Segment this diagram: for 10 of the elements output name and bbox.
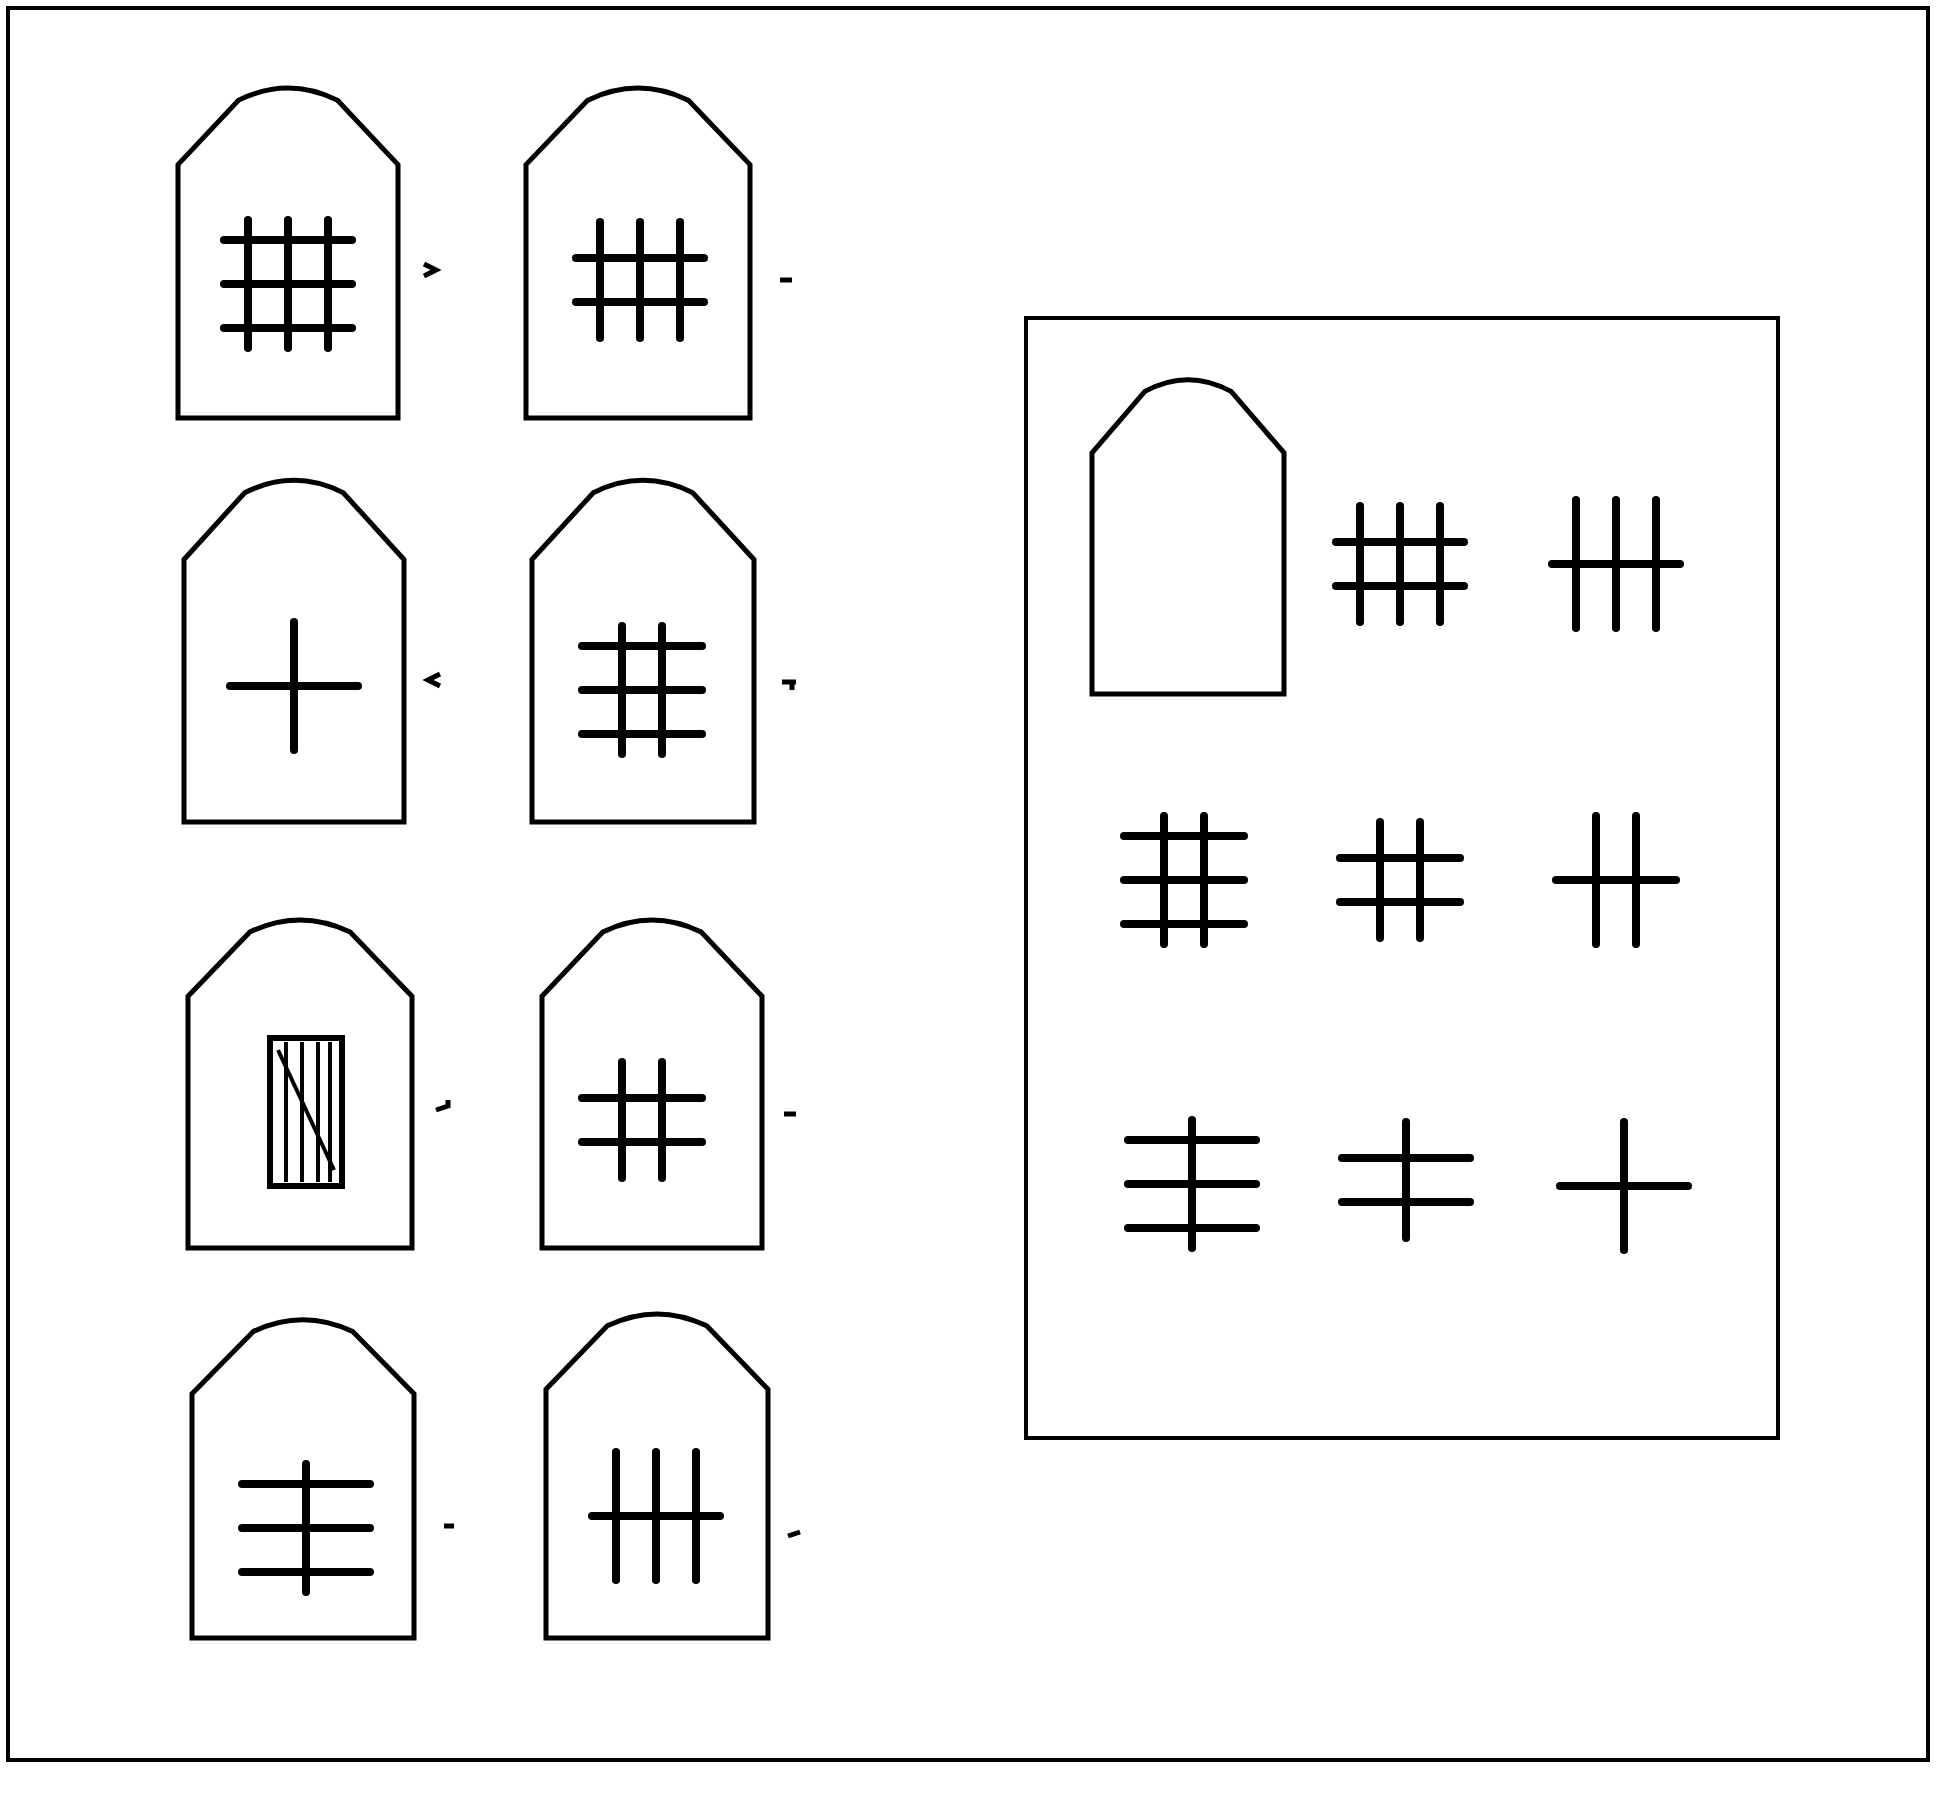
window-outline	[1090, 376, 1286, 696]
window-outline	[524, 84, 752, 420]
window-outline	[544, 1310, 770, 1640]
window-outline	[186, 916, 414, 1250]
window-outline	[182, 476, 406, 824]
window-outline	[530, 476, 756, 824]
window-outline	[190, 1316, 416, 1640]
window-outline	[540, 916, 764, 1250]
panel-frame	[1024, 316, 1780, 1440]
window-outline	[176, 84, 400, 420]
